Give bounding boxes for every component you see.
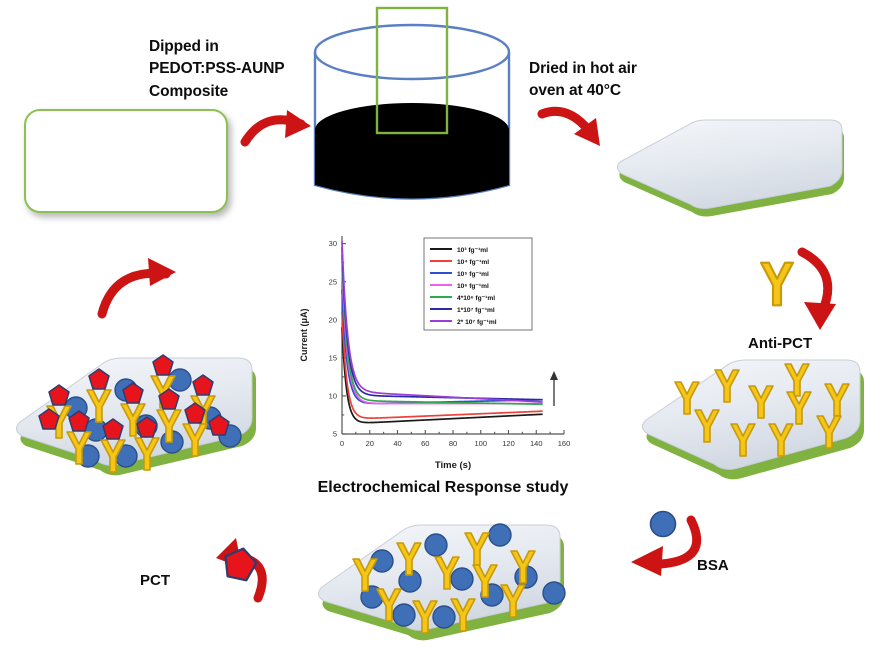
x-tick-label: 160 bbox=[558, 439, 571, 448]
electrode-antibody bbox=[624, 356, 882, 496]
x-tick-label: 80 bbox=[449, 439, 457, 448]
x-tick-label: 140 bbox=[530, 439, 543, 448]
chart-series-line bbox=[341, 327, 543, 424]
legend-label: 2* 10⁷ fg⁻¹ml bbox=[457, 319, 497, 326]
chart-ylabel: Current (μA) bbox=[299, 308, 309, 361]
chart-series-line bbox=[341, 255, 543, 406]
pct-marker bbox=[48, 384, 70, 406]
bsa-marker bbox=[488, 523, 512, 547]
legend-label: 10⁶ fg⁻¹ml bbox=[457, 283, 489, 290]
step-label-anti-pct: Anti-PCT bbox=[748, 335, 813, 352]
legend-label: 1*10⁷ fg⁻¹ml bbox=[457, 307, 495, 314]
electrode-bare bbox=[24, 109, 228, 213]
chart-series-line bbox=[341, 312, 543, 419]
step-label-dipped: Dipped in PEDOT:PSS-AUNP Composite bbox=[149, 38, 285, 100]
chart-legend: 10³ fg⁻¹ml 10⁴ fg⁻¹ml 10⁵ fg⁻¹ml 10⁶ fg⁻¹ml… bbox=[423, 237, 533, 331]
step-label-pct: PCT bbox=[140, 572, 170, 589]
x-tick-label: 0 bbox=[340, 439, 344, 448]
y-tick-label: 25 bbox=[329, 277, 337, 286]
step-label-bsa: BSA bbox=[697, 557, 729, 574]
legend-label: 10⁵ fg⁻¹ml bbox=[457, 271, 489, 278]
bsa-marker bbox=[432, 605, 456, 629]
pct-icon bbox=[222, 546, 258, 587]
legend-label: 4*10⁶ fg⁻¹ml bbox=[457, 295, 495, 302]
chart-caption: Electrochemical Response study bbox=[317, 479, 569, 496]
bsa-icon bbox=[648, 509, 678, 544]
x-tick-label: 100 bbox=[474, 439, 487, 448]
arrow-dry bbox=[534, 100, 616, 157]
arrow-anti-pct bbox=[782, 246, 848, 343]
y-tick-label: 30 bbox=[329, 239, 337, 248]
y-tick-label: 20 bbox=[329, 315, 337, 324]
chart-series-line bbox=[341, 241, 543, 403]
electrode-coated bbox=[600, 118, 855, 228]
electrode-pct bbox=[2, 352, 282, 487]
arrow-bsa bbox=[627, 512, 713, 583]
arrow-response bbox=[92, 252, 182, 325]
x-tick-label: 20 bbox=[366, 439, 374, 448]
bsa-marker bbox=[450, 567, 474, 591]
step-label-dried: Dried in hot air oven at 40°C bbox=[529, 60, 637, 100]
arrow-dip bbox=[239, 104, 319, 157]
electrochemical-response-chart: 0 20 40 60 80 100 120 140 160 5 10 15 20 25 30 Time (s… bbox=[296, 228, 576, 476]
bsa-marker bbox=[392, 603, 416, 627]
antibody-icon-anti-pct bbox=[757, 260, 797, 313]
bsa-marker bbox=[424, 533, 448, 557]
legend-label: 10³ fg⁻¹ml bbox=[457, 247, 488, 254]
y-tick-label: 15 bbox=[329, 353, 337, 362]
chart-xlabel: Time (s) bbox=[435, 460, 471, 471]
x-tick-label: 120 bbox=[502, 439, 515, 448]
beaker-dipping bbox=[297, 0, 527, 220]
x-tick-label: 60 bbox=[421, 439, 429, 448]
x-tick-label: 40 bbox=[393, 439, 401, 448]
y-tick-label: 10 bbox=[329, 392, 337, 401]
trend-arrow-annotation bbox=[550, 371, 558, 406]
y-tick-label: 5 bbox=[333, 430, 337, 439]
bsa-marker bbox=[542, 581, 566, 605]
electrode-bsa bbox=[302, 521, 594, 653]
legend-label: 10⁴ fg⁻¹ml bbox=[457, 259, 489, 266]
